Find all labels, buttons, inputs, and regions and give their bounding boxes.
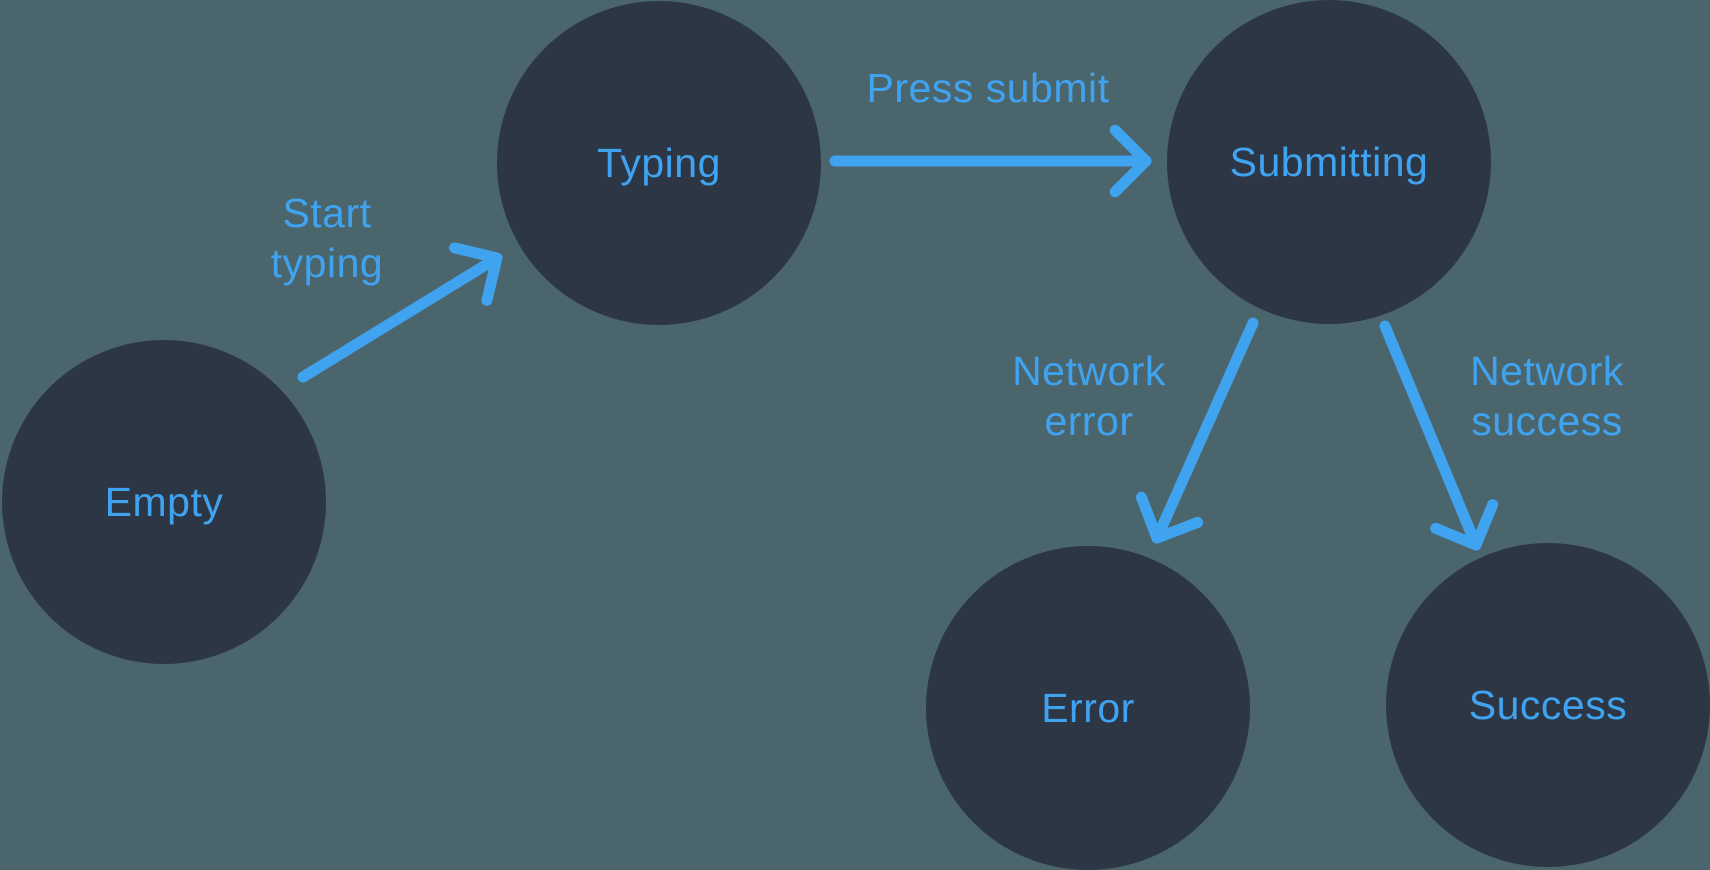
state-label-submitting: Submitting xyxy=(1229,138,1429,185)
state-node-success: Success xyxy=(1386,543,1710,867)
state-label-typing: Typing xyxy=(597,139,721,186)
state-label-empty: Empty xyxy=(104,478,224,525)
state-label-error: Error xyxy=(1041,684,1135,731)
transition-label-network-error: Network error xyxy=(1012,348,1166,444)
transition-label-press-submit: Press submit xyxy=(866,65,1110,111)
state-label-success: Success xyxy=(1468,681,1628,728)
transition-label-network-success: Network success xyxy=(1470,348,1624,444)
state-node-typing: Typing xyxy=(497,1,821,325)
transition-label-start-typing: Start typing xyxy=(270,190,384,286)
transition-arrow-network-success xyxy=(1379,320,1499,551)
transition-arrow-network-error xyxy=(1135,317,1259,544)
state-node-error: Error xyxy=(926,546,1250,870)
transition-arrow-start-typing xyxy=(297,242,503,383)
state-node-empty: Empty xyxy=(2,340,326,664)
state-node-submitting: Submitting xyxy=(1167,0,1491,324)
